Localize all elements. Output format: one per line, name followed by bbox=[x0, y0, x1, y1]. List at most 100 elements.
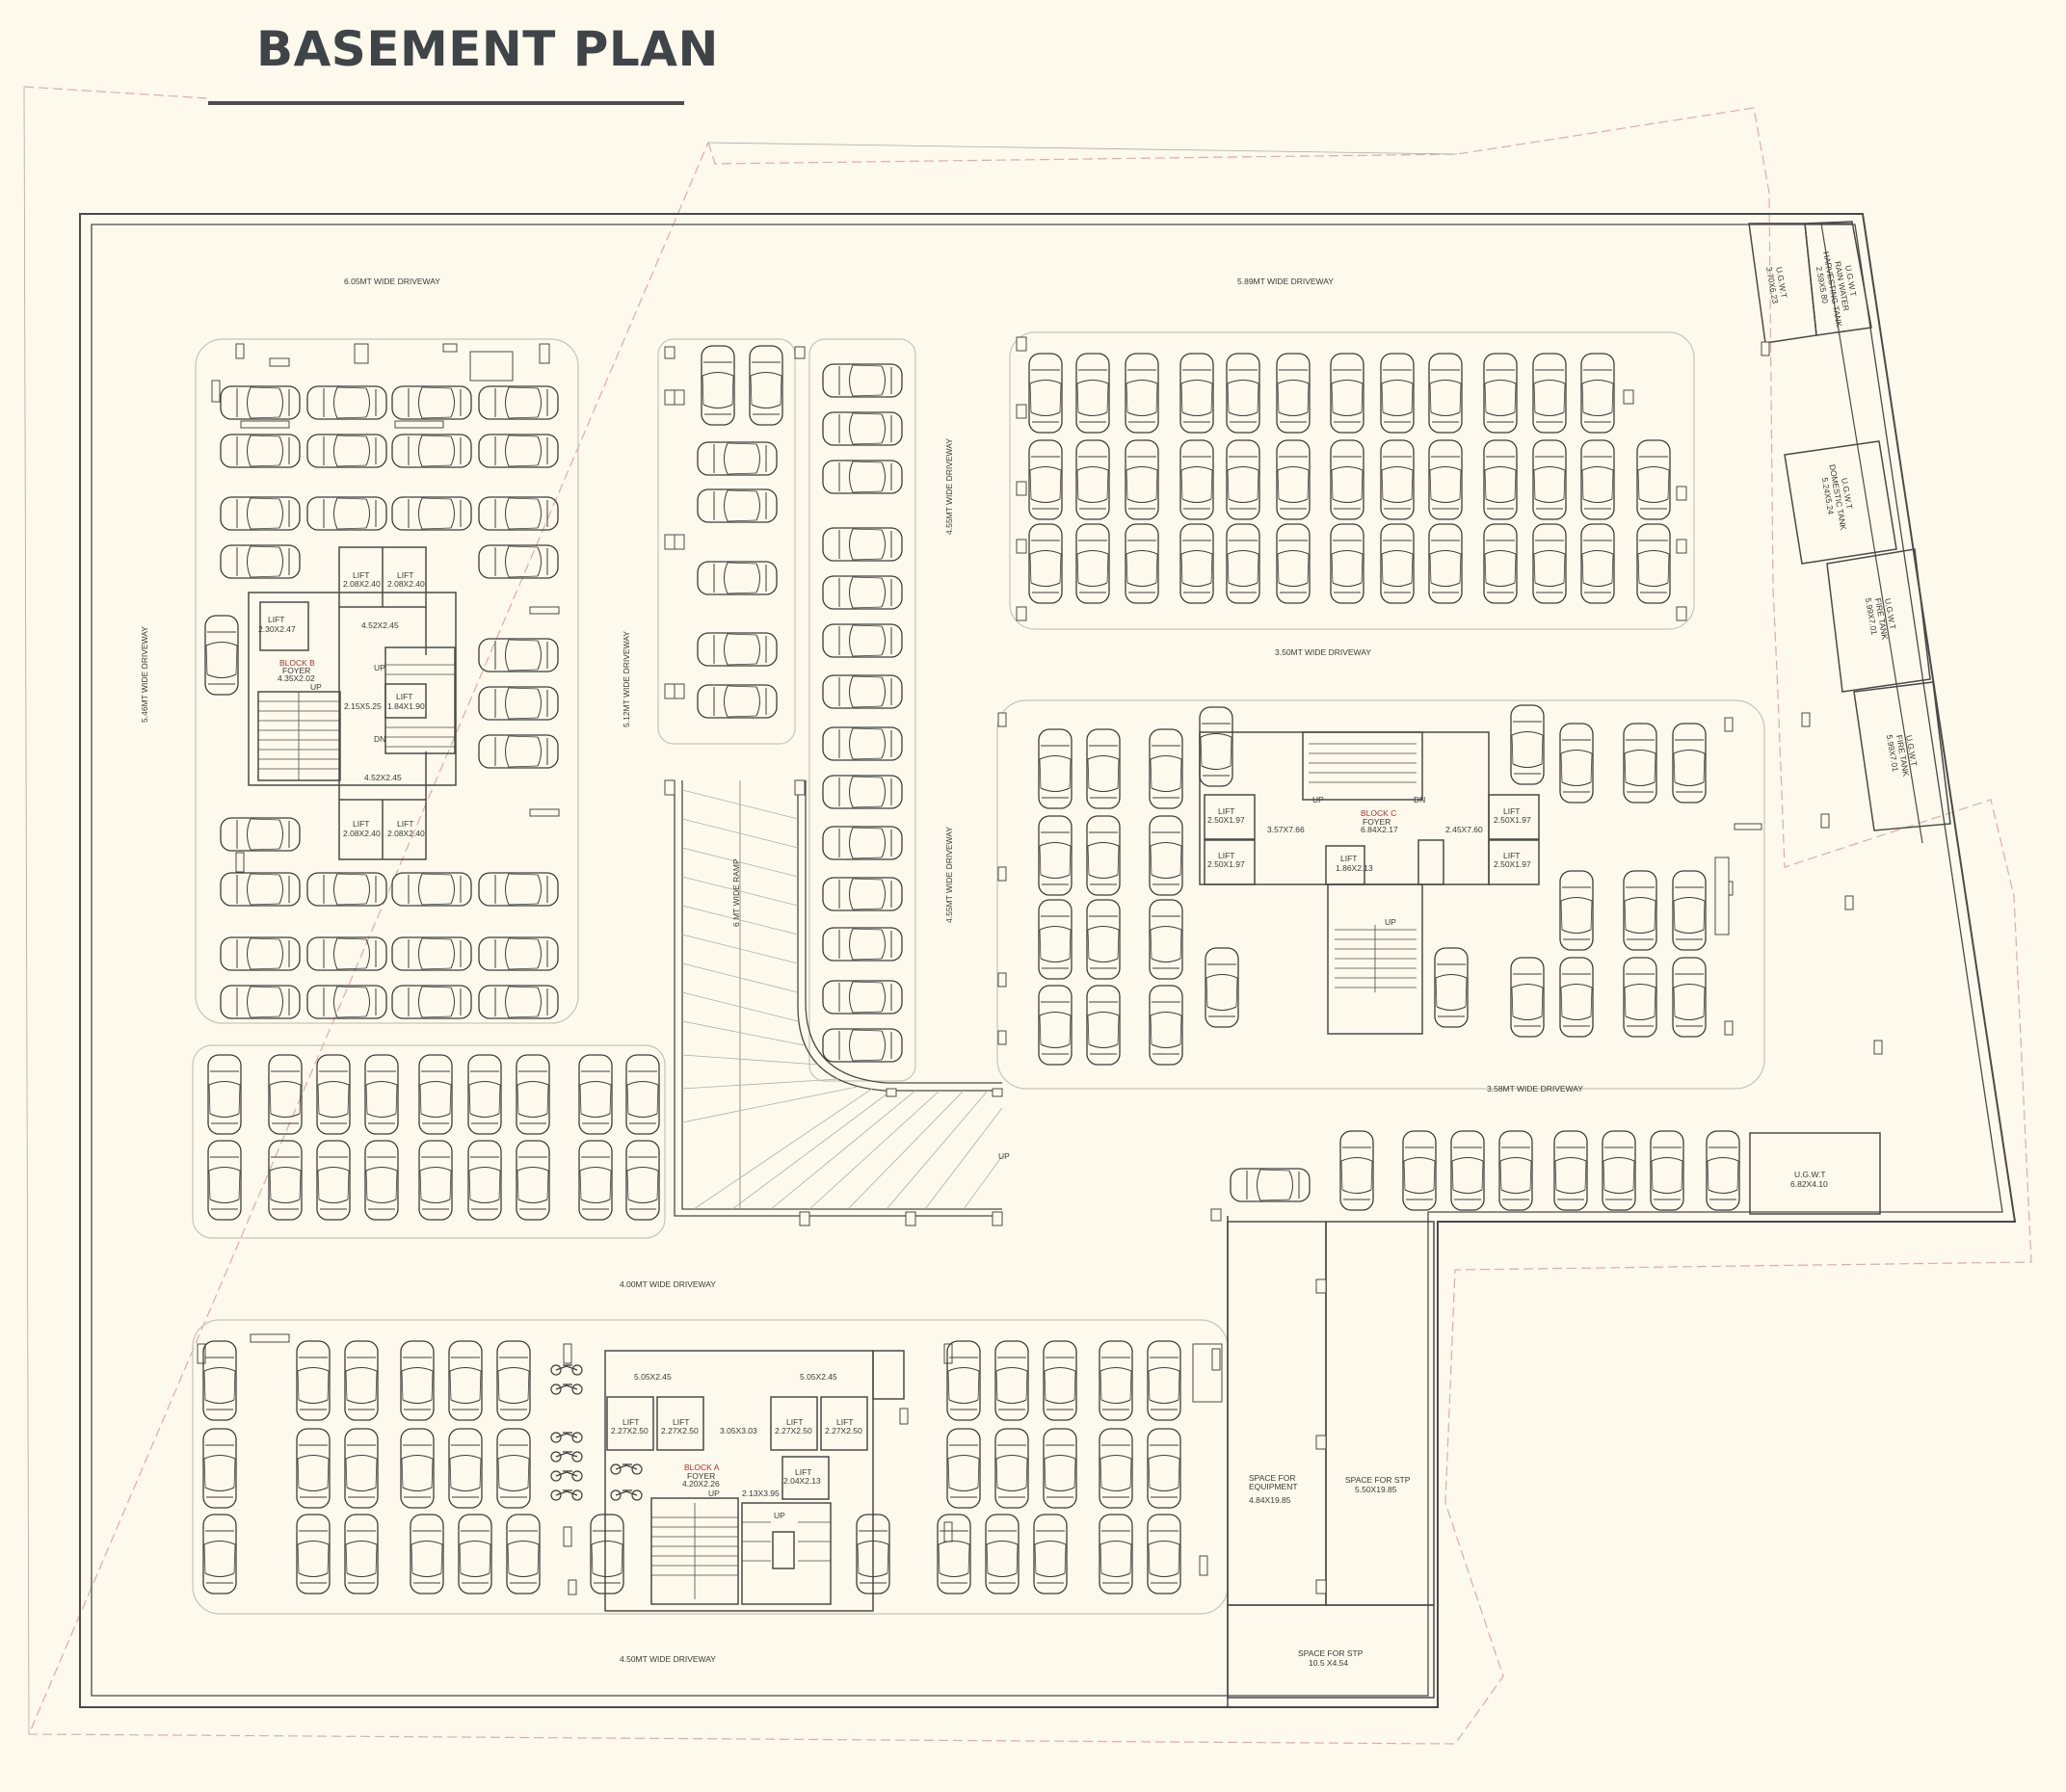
block-c-lift-l1: LIFT bbox=[1218, 806, 1234, 816]
block-b-lift-left-dim: 2.30X2.47 bbox=[258, 624, 296, 634]
block-b-lift-bot-1: LIFT bbox=[353, 819, 369, 829]
page-title: BASEMENT PLAN bbox=[256, 21, 719, 77]
block-b-lift-bot-1-dim: 2.08X2.40 bbox=[343, 829, 381, 838]
block-a-stair: 2.13X3.95 bbox=[742, 1489, 780, 1498]
driveway-label-right-lower: 3.58MT WIDE DRIVEWAY bbox=[1487, 1084, 1583, 1094]
driveway-label-bottom: 4.50MT WIDE DRIVEWAY bbox=[620, 1654, 716, 1664]
block-c-foyer: FOYER bbox=[1363, 817, 1391, 827]
block-a-lift-1: LIFT bbox=[622, 1417, 639, 1427]
block-a-lift-5: LIFT bbox=[795, 1467, 811, 1477]
block-b-lift-left: LIFT bbox=[268, 615, 284, 624]
plot-boundary bbox=[23, 86, 2032, 1745]
block-a-lift-5-dim: 2.04X2.13 bbox=[783, 1476, 821, 1486]
ramp-up-label: UP bbox=[998, 1151, 1010, 1161]
block-b-up-1: UP bbox=[310, 682, 322, 692]
block-a-lift-2: LIFT bbox=[673, 1417, 689, 1427]
block-c-name: BLOCK C bbox=[1361, 808, 1396, 818]
block-a-center: 3.05X3.03 bbox=[720, 1426, 757, 1436]
block-c-lift-r1: LIFT bbox=[1503, 806, 1520, 816]
block-a-lift-2-dim: 2.27X2.50 bbox=[661, 1426, 699, 1436]
block-b-lift-bot-2: LIFT bbox=[397, 819, 413, 829]
block-b-lift-top-2: LIFT bbox=[397, 570, 413, 580]
driveway-label-left: 5.46MT WIDE DRIVEWAY bbox=[140, 626, 149, 723]
driveway-label-mid-right: 3.50MT WIDE DRIVEWAY bbox=[1275, 647, 1371, 657]
block-c-dn: DN bbox=[1414, 795, 1425, 804]
stp-room-1-label: SPACE FOR STP bbox=[1345, 1475, 1411, 1485]
block-b-up-2: UP bbox=[374, 663, 385, 672]
driveway-label-ramp-lower: 4.55MT WIDE DRIVEWAY bbox=[944, 827, 954, 923]
block-a-core bbox=[604, 1350, 905, 1612]
block-c-lift-r1-dim: 2.50X1.97 bbox=[1494, 815, 1531, 825]
water-tanks bbox=[1748, 221, 1951, 1215]
stp-room-2-dim: 10.5 X4.54 bbox=[1309, 1658, 1348, 1668]
block-b-foyer: FOYER bbox=[282, 666, 310, 675]
equipment-room-label-2: EQUIPMENT bbox=[1249, 1482, 1298, 1491]
block-c-lobby-r: 2.45X7.60 bbox=[1445, 825, 1483, 834]
block-b-core bbox=[248, 546, 457, 860]
driveway-label-center: 5.12MT WIDE DRIVEWAY bbox=[622, 631, 631, 727]
block-a-foyer: FOYER bbox=[687, 1471, 715, 1481]
block-b-lift-mid-dim: 1.84X1.90 bbox=[387, 701, 425, 711]
equipment-room-label-1: SPACE FOR bbox=[1249, 1473, 1296, 1483]
ramp-label: 6 MT WIDE RAMP bbox=[731, 858, 741, 927]
block-c-lift-r2-dim: 2.50X1.97 bbox=[1494, 859, 1531, 869]
parking-island-ramp-right bbox=[808, 338, 916, 1082]
block-a-stairs bbox=[651, 1503, 831, 1599]
ramp-structure bbox=[674, 780, 1002, 1217]
block-c-lift-l1-dim: 2.50X1.97 bbox=[1207, 815, 1245, 825]
parking-cars bbox=[202, 345, 1740, 1594]
driveway-label-top-left: 6.05MT WIDE DRIVEWAY bbox=[344, 277, 440, 286]
block-c-lift-l2-dim: 2.50X1.97 bbox=[1207, 859, 1245, 869]
block-a-lift-4-dim: 2.27X2.50 bbox=[825, 1426, 862, 1436]
block-a-lobby-l: 5.05X2.45 bbox=[634, 1372, 672, 1382]
block-a-up-1: UP bbox=[708, 1489, 720, 1498]
block-a-up-2: UP bbox=[774, 1511, 785, 1520]
parking-island-block-b bbox=[195, 338, 579, 1024]
block-b-stairs bbox=[258, 664, 455, 780]
columns bbox=[197, 336, 1883, 1595]
driveway-label-middle: 4.00MT WIDE DRIVEWAY bbox=[620, 1279, 716, 1289]
block-c-stairs bbox=[1309, 743, 1417, 992]
driveway-label-ramp-upper: 4.55MT WIDE DRIVEWAY bbox=[944, 438, 954, 535]
equipment-room-dim: 4.84X19.85 bbox=[1249, 1495, 1291, 1505]
stp-room-1-dim: 5.50X19.85 bbox=[1355, 1485, 1397, 1494]
block-b-foyer-dim: 4.35X2.02 bbox=[278, 673, 315, 683]
block-c-lobby-l: 3.57X7.66 bbox=[1267, 825, 1305, 834]
block-b-lift-bot-2-dim: 2.08X2.40 bbox=[387, 829, 425, 838]
title-underline bbox=[208, 101, 684, 105]
driveway-label-top-right: 5.89MT WIDE DRIVEWAY bbox=[1237, 277, 1334, 286]
block-b-stair: 2.15X5.25 bbox=[344, 701, 382, 711]
block-a-lift-1-dim: 2.27X2.50 bbox=[611, 1426, 649, 1436]
tank-6-label: U.G.W.T bbox=[1794, 1170, 1826, 1179]
block-c-up-2: UP bbox=[1385, 917, 1396, 927]
block-b-lobby-bot: 4.52X2.45 bbox=[364, 773, 402, 782]
parking-island-top-right bbox=[1009, 331, 1695, 630]
block-a-foyer-dim: 4.20X2.26 bbox=[682, 1479, 720, 1489]
parking-island-ramp-left bbox=[657, 338, 796, 745]
parking-island-block-c bbox=[996, 699, 1765, 1090]
ramp-slope-lines bbox=[681, 789, 1003, 1210]
block-c-lift-r2: LIFT bbox=[1503, 851, 1520, 860]
tank-6-dim: 6.82X4.10 bbox=[1790, 1179, 1828, 1189]
parking-island-left-bottom bbox=[192, 1044, 666, 1239]
basement-outline bbox=[79, 213, 2017, 1708]
block-b-lobby-top: 4.52X2.45 bbox=[361, 620, 399, 630]
block-a-lift-4: LIFT bbox=[836, 1417, 853, 1427]
block-c-lift-l2: LIFT bbox=[1218, 851, 1234, 860]
block-c-lift-mid-dim: 1.86X2.13 bbox=[1336, 863, 1373, 873]
block-c-up-1: UP bbox=[1312, 795, 1324, 804]
service-rooms bbox=[1227, 1216, 1435, 1707]
block-c-core bbox=[1199, 731, 1540, 1035]
block-a-lift-3: LIFT bbox=[786, 1417, 803, 1427]
block-b-name: BLOCK B bbox=[279, 658, 315, 668]
block-b-lift-top-1-dim: 2.08X2.40 bbox=[343, 579, 381, 589]
block-c-foyer-dim: 6.84X2.17 bbox=[1361, 825, 1398, 834]
block-c-lift-mid: LIFT bbox=[1340, 854, 1357, 863]
stp-room-2-label: SPACE FOR STP bbox=[1298, 1648, 1364, 1658]
block-b-lift-top-1: LIFT bbox=[353, 570, 369, 580]
block-a-name: BLOCK A bbox=[684, 1463, 720, 1472]
block-b-dn: DN bbox=[374, 734, 385, 744]
block-b-lift-top-2-dim: 2.08X2.40 bbox=[387, 579, 425, 589]
block-a-lift-3-dim: 2.27X2.50 bbox=[775, 1426, 812, 1436]
